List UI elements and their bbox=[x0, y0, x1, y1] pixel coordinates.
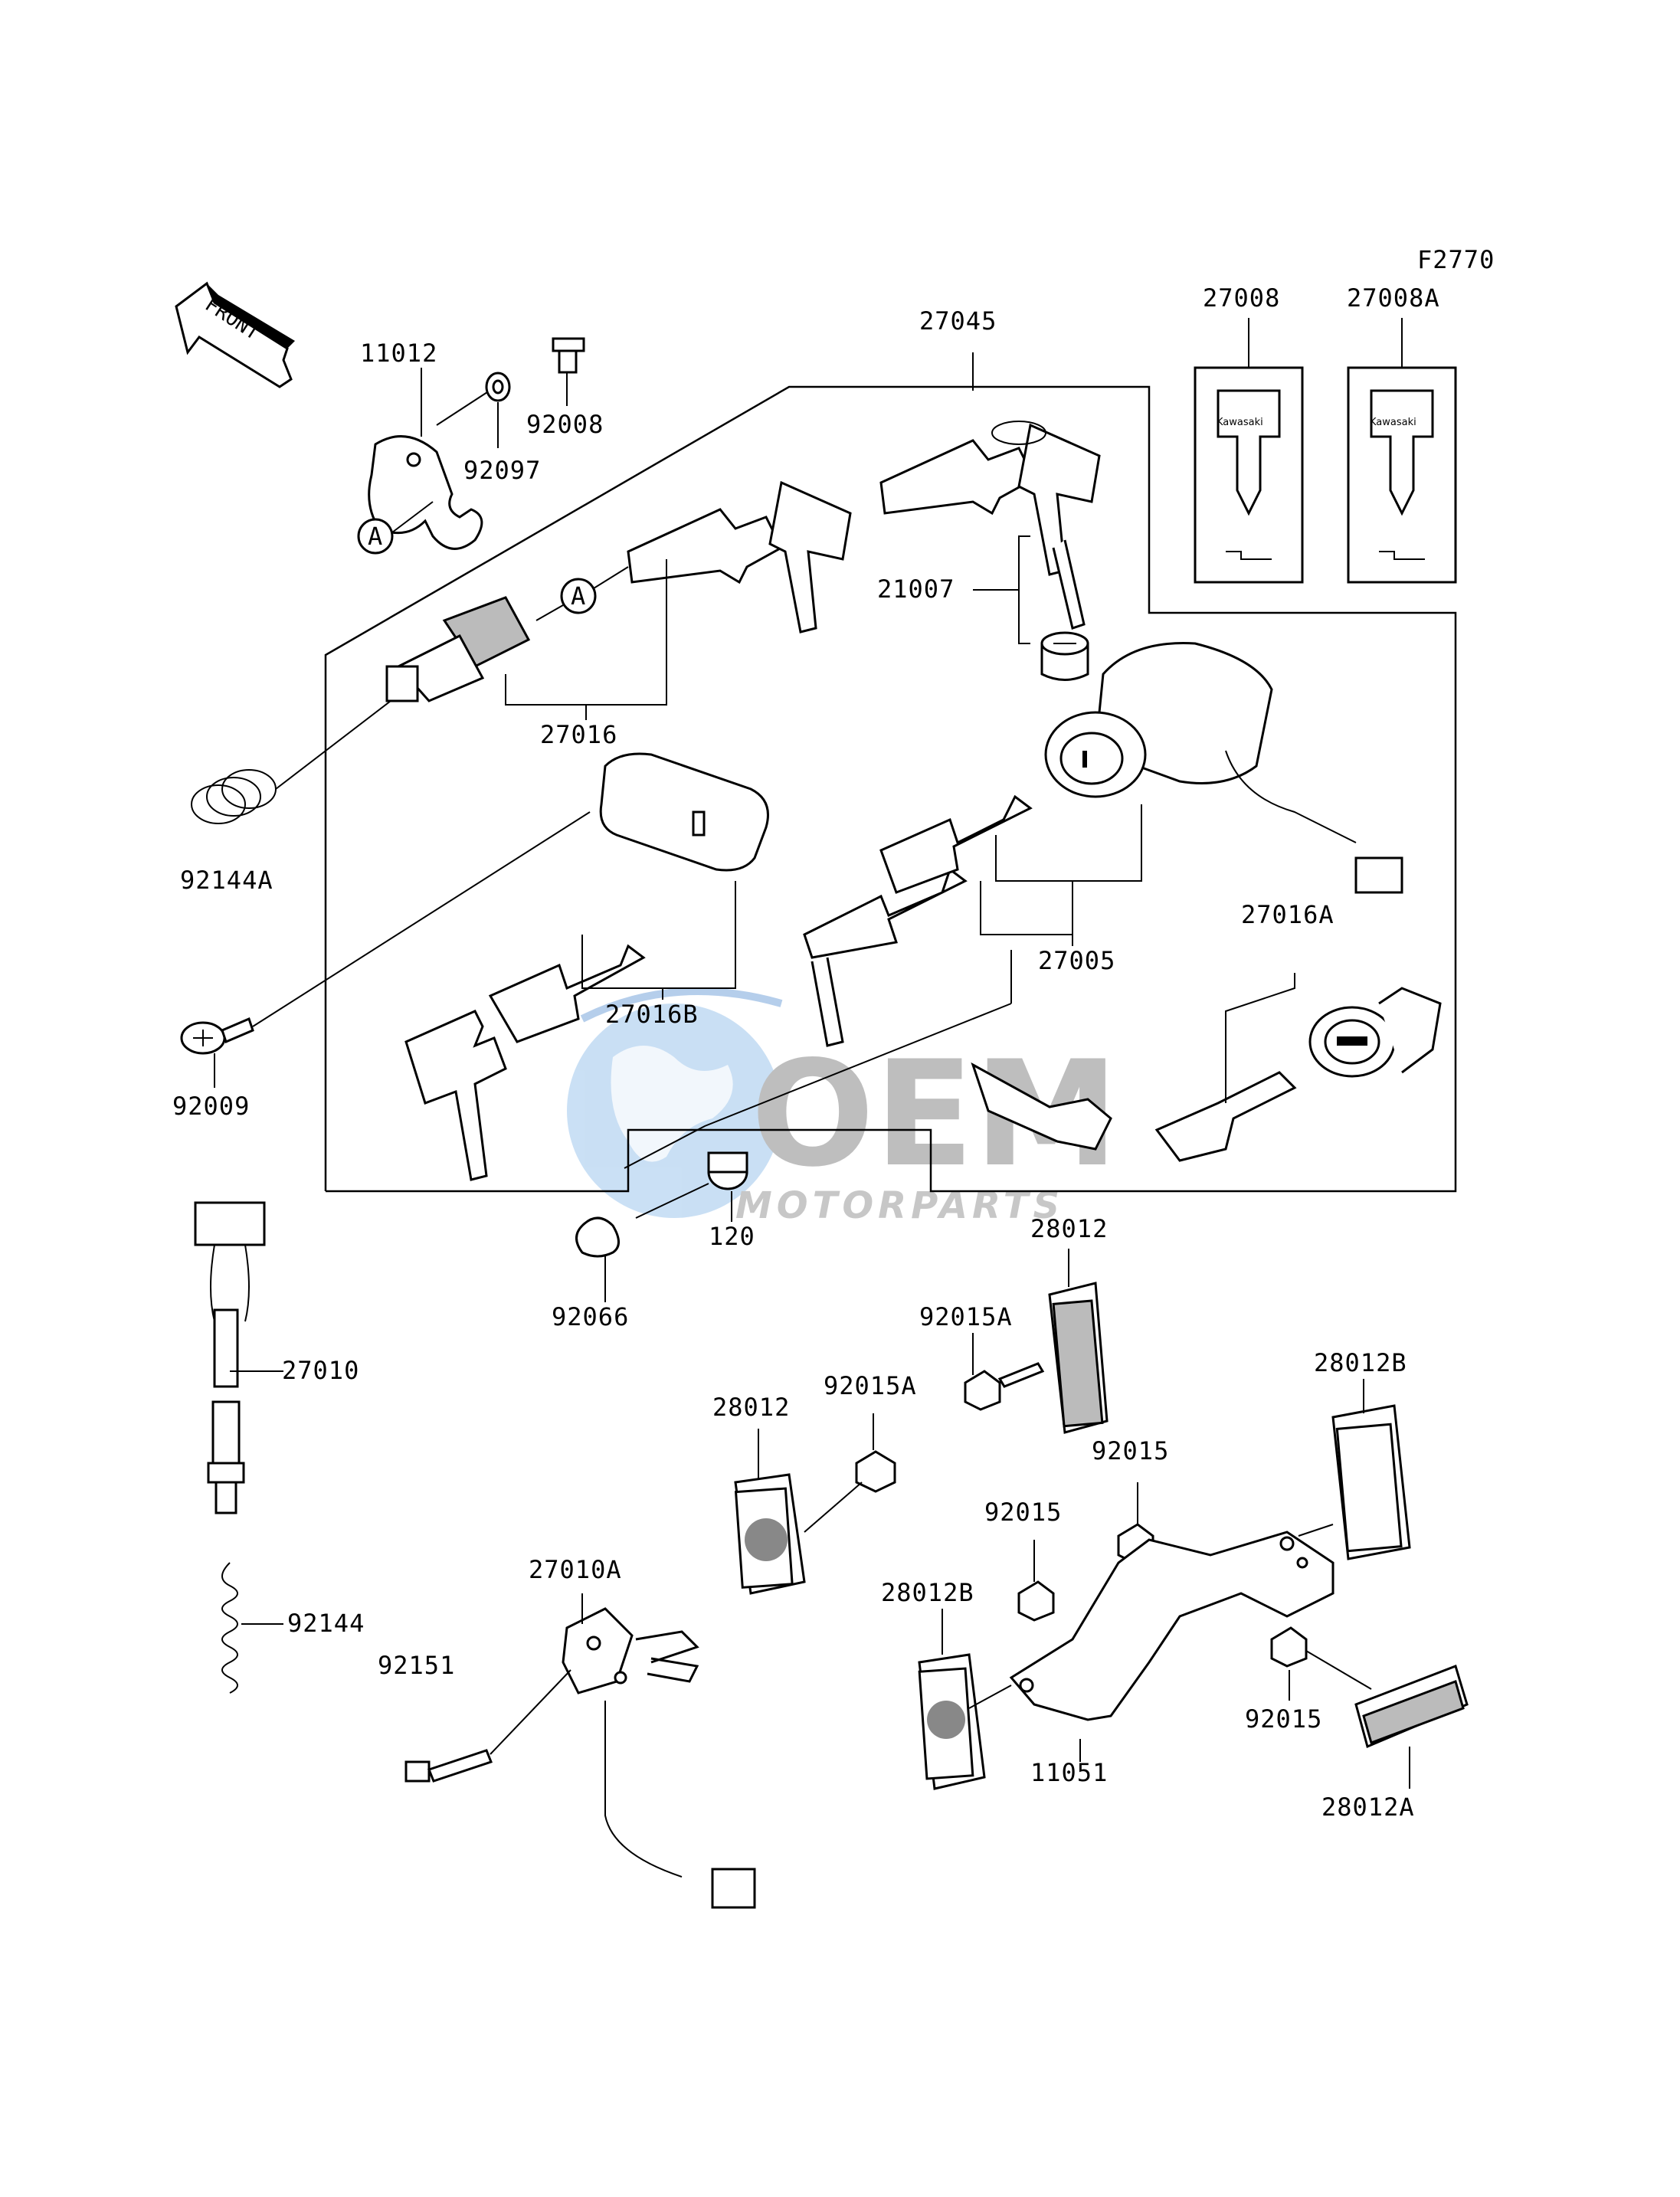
part-label: 92008 bbox=[526, 410, 604, 439]
part-label: 27016B bbox=[605, 1000, 699, 1029]
part-92097-washer bbox=[436, 372, 511, 448]
kit-outline-left bbox=[326, 1128, 789, 1193]
part-27010-neutral-switch bbox=[194, 1201, 283, 1514]
part-label: 28012B bbox=[1314, 1348, 1407, 1377]
svg-text:A: A bbox=[571, 581, 586, 611]
ref-circle-a bbox=[560, 578, 597, 614]
part-28012a-reflector bbox=[1354, 1665, 1469, 1789]
part-27016b-seat-lock bbox=[252, 752, 769, 1181]
part-label: 27045 bbox=[919, 306, 997, 336]
part-28012b-reflector-2 bbox=[918, 1609, 1012, 1790]
part-92015-nut-3 bbox=[1270, 1626, 1372, 1701]
part-27008a-key-card bbox=[1347, 318, 1457, 584]
part-label: 92015 bbox=[1092, 1436, 1169, 1465]
part-27010a-sidestand-switch bbox=[404, 1593, 756, 1909]
part-label: 28012A bbox=[1321, 1793, 1415, 1822]
part-label: 120 bbox=[709, 1222, 755, 1251]
part-label: 92015 bbox=[1245, 1704, 1322, 1734]
part-label: 92097 bbox=[463, 456, 541, 485]
front-arrow-icon: FRONT bbox=[175, 281, 295, 388]
kit-outline bbox=[324, 385, 1457, 1193]
part-label: 27016A bbox=[1241, 900, 1335, 929]
part-11012-plate: A bbox=[357, 368, 483, 555]
part-label: 92015A bbox=[919, 1302, 1013, 1331]
key-brand-text: Kawasaki bbox=[1370, 417, 1416, 428]
part-label: 11051 bbox=[1030, 1758, 1108, 1787]
part-92015-nut-2 bbox=[1017, 1540, 1055, 1622]
part-27005-ignition-switch bbox=[624, 642, 1403, 1169]
part-27008-key-card bbox=[1194, 318, 1304, 584]
part-92144-spring bbox=[221, 1562, 283, 1694]
part-label: 92015 bbox=[984, 1498, 1062, 1527]
ref-circle-a bbox=[357, 518, 394, 555]
part-label: 27008A bbox=[1347, 283, 1440, 313]
part-label: 27016 bbox=[540, 720, 617, 749]
part-21007-cap bbox=[973, 535, 1089, 681]
part-label: 92144 bbox=[287, 1609, 365, 1638]
part-label: 28012 bbox=[1030, 1214, 1108, 1243]
svg-text:A: A bbox=[368, 522, 383, 551]
part-92015a-nut-2 bbox=[855, 1413, 896, 1493]
figure-code: F2770 bbox=[1417, 245, 1495, 274]
part-label: 92015A bbox=[824, 1371, 917, 1400]
part-28012-reflector-2 bbox=[734, 1429, 863, 1595]
part-92066-grommet bbox=[575, 1216, 620, 1302]
part-labels: 11012 92008 92097 27045 27008 27008A 210… bbox=[172, 283, 1440, 1822]
part-label: 27010 bbox=[282, 1356, 359, 1385]
part-label: 27010A bbox=[529, 1555, 622, 1584]
part-92009-screw bbox=[180, 1017, 254, 1088]
part-27016-lock-cylinder: A bbox=[385, 480, 852, 720]
part-27045-keys bbox=[879, 352, 1101, 630]
part-label: 28012B bbox=[881, 1578, 974, 1607]
part-label: 21007 bbox=[877, 575, 955, 604]
part-120-bushing bbox=[635, 1151, 748, 1222]
part-label: 92144A bbox=[180, 866, 273, 895]
part-label: 11012 bbox=[360, 339, 437, 368]
part-label: 92066 bbox=[552, 1302, 629, 1331]
part-27016a-fuel-lock bbox=[971, 973, 1442, 1162]
part-label: 27008 bbox=[1203, 283, 1280, 313]
part-label: 92151 bbox=[378, 1651, 455, 1680]
part-11051-bracket bbox=[1009, 1524, 1335, 1762]
part-label: 27005 bbox=[1038, 946, 1115, 975]
part-92008-bolt bbox=[552, 337, 585, 406]
part-28012b-reflector bbox=[1331, 1379, 1411, 1560]
part-label: 28012 bbox=[712, 1393, 790, 1422]
key-brand-text: Kawasaki bbox=[1217, 417, 1263, 428]
part-92144a-spring bbox=[191, 700, 391, 824]
part-label: 92009 bbox=[172, 1092, 250, 1121]
part-28012-reflector bbox=[1048, 1249, 1109, 1434]
part-92015a-nut bbox=[964, 1333, 1045, 1411]
